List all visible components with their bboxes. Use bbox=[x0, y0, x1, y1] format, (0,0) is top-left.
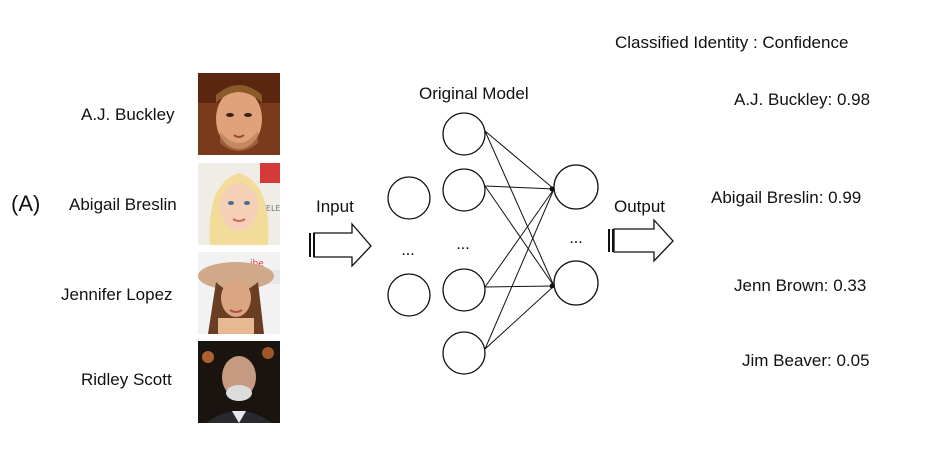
output-node bbox=[553, 164, 599, 210]
hidden-ellipsis: ... bbox=[456, 236, 469, 253]
hidden-node bbox=[442, 112, 486, 156]
output-result-3: Jenn Brown: 0.33 bbox=[734, 276, 867, 295]
hidden-node bbox=[442, 331, 486, 375]
photo-face-lopez: ibe bbox=[198, 252, 280, 334]
junction-dot bbox=[549, 283, 555, 289]
panel-label: (A) bbox=[11, 191, 41, 216]
network-connections bbox=[484, 130, 555, 350]
input-name-4: Ridley Scott bbox=[81, 370, 172, 389]
input-arrow-icon bbox=[309, 222, 372, 268]
output-ellipsis: ... bbox=[569, 230, 582, 247]
svg-text:TELE: TELE bbox=[260, 204, 280, 213]
output-result-2: Abigail Breslin: 0.99 bbox=[711, 188, 862, 207]
input-name-1: A.J. Buckley bbox=[81, 105, 175, 124]
input-node bbox=[387, 176, 431, 220]
svg-text:ibe: ibe bbox=[250, 259, 264, 269]
input-ellipsis: ... bbox=[401, 242, 414, 259]
input-name-3: Jennifer Lopez bbox=[61, 285, 173, 304]
output-label: Output bbox=[614, 197, 666, 216]
model-title: Original Model bbox=[419, 84, 529, 103]
input-name-2: Abigail Breslin bbox=[69, 195, 177, 214]
output-arrow-icon bbox=[608, 218, 674, 263]
photo-face-breslin: TELE bbox=[198, 163, 280, 245]
output-node bbox=[553, 260, 599, 306]
photo-face-buckley bbox=[198, 73, 280, 155]
output-header: Classified Identity : Confidence bbox=[615, 33, 849, 52]
photo-face-scott bbox=[198, 341, 280, 423]
input-node bbox=[387, 273, 431, 317]
junction-dot bbox=[549, 186, 555, 192]
output-result-1: A.J. Buckley: 0.98 bbox=[734, 90, 871, 109]
output-result-4: Jim Beaver: 0.05 bbox=[742, 351, 870, 370]
input-label: Input bbox=[316, 197, 354, 216]
hidden-node bbox=[442, 268, 486, 312]
hidden-node bbox=[442, 168, 486, 212]
